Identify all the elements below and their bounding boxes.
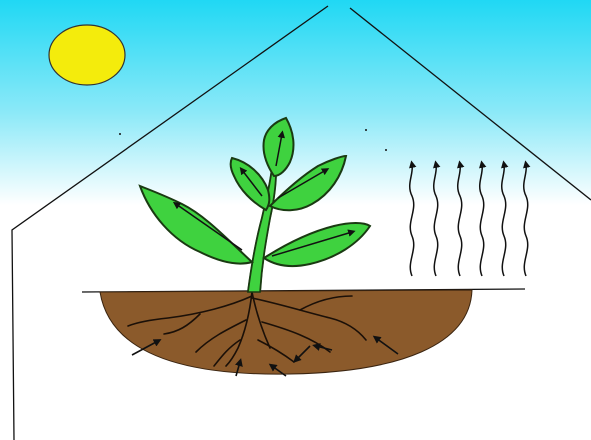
sun-icon xyxy=(49,25,125,85)
leaf-right-lower xyxy=(264,223,370,266)
soil-mound xyxy=(100,290,472,374)
